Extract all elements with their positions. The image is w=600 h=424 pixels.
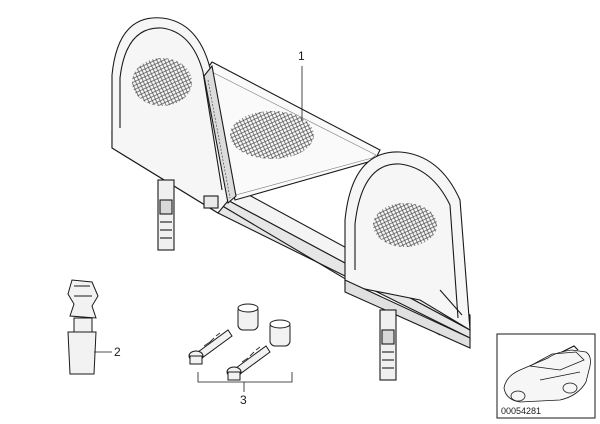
spacer-sleeve bbox=[269, 319, 291, 347]
left-hoop bbox=[111, 17, 237, 214]
right-mount-leg bbox=[379, 309, 397, 381]
screw-bolt bbox=[188, 329, 233, 365]
right-hoop bbox=[344, 151, 471, 349]
clip-holder bbox=[67, 279, 99, 375]
callout-3-label: 3 bbox=[240, 393, 247, 407]
callout-3-bracket bbox=[197, 372, 293, 383]
screw-bolt bbox=[226, 345, 271, 381]
wind-deflector bbox=[111, 17, 471, 381]
spacer-sleeve bbox=[237, 303, 259, 331]
callout-2-label: 2 bbox=[114, 345, 121, 359]
car-outline-icon bbox=[503, 345, 591, 403]
screw-set bbox=[188, 303, 291, 381]
left-mount-leg bbox=[157, 179, 175, 251]
car-location-thumbnail: 00054281 bbox=[496, 333, 596, 419]
callout-1-label: 1 bbox=[298, 49, 305, 63]
diagram-code: 00054281 bbox=[501, 406, 541, 416]
